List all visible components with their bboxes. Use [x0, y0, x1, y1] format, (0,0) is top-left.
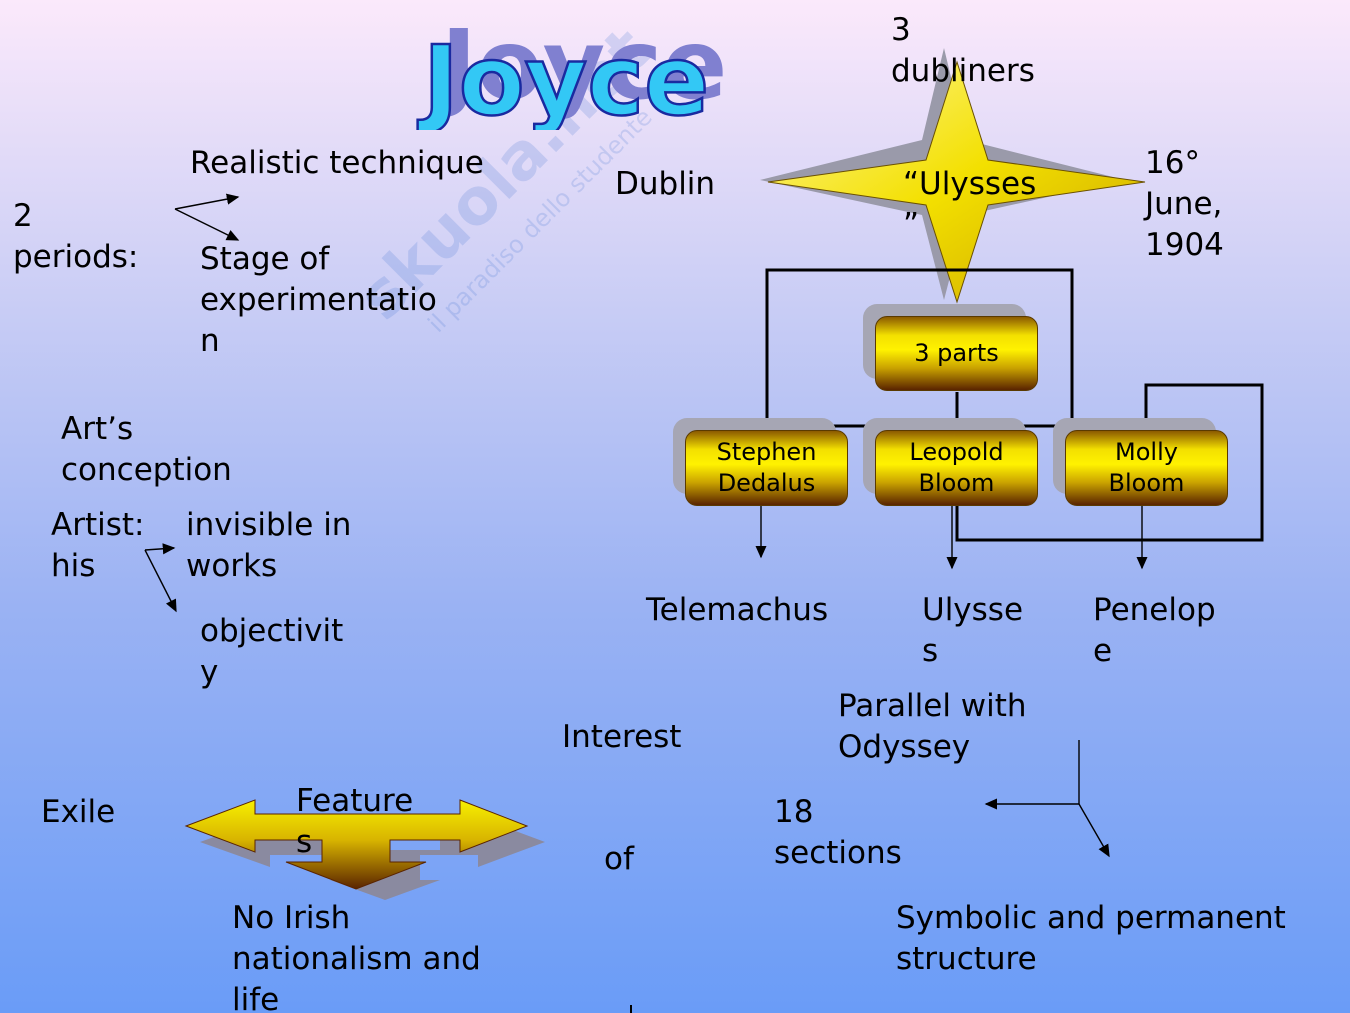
interest: Interest — [562, 719, 682, 755]
exile: Exile — [41, 794, 116, 830]
arrow-realistic — [174, 193, 240, 210]
ulysses-star — [767, 60, 1146, 304]
arrow-objectivity — [144, 549, 177, 613]
part-label-stephen: Stephen Dedalus — [685, 430, 848, 506]
date-label: 16° June, 1904 — [1145, 145, 1224, 263]
eighteen-sections: 18 sections — [774, 794, 902, 871]
period-realistic: Realistic technique — [190, 145, 484, 181]
invisible-in-works: invisible in works — [186, 507, 352, 584]
arrow-symbolic — [1078, 803, 1110, 858]
part-box-stephen: Stephen Dedalus — [673, 418, 848, 506]
arrow-experimentation — [174, 208, 240, 241]
bracket-right — [955, 383, 1264, 542]
counterpart-telemachus: Telemachus — [646, 592, 829, 628]
symbolic-structure: Symbolic and permanent structure — [896, 900, 1286, 977]
title-graphic: Joyce Joyce — [416, 10, 728, 130]
page-title: Joyce — [417, 25, 709, 130]
dublin: Dublin — [615, 166, 716, 202]
features-label: Feature s — [296, 783, 414, 860]
artist-his: Artist: his — [51, 507, 145, 584]
ulysses-star-label: “Ulysses ” — [903, 166, 1037, 243]
part-label-leopold: Leopold Bloom — [875, 430, 1038, 506]
of-label: of — [604, 841, 634, 877]
part-box-leopold: Leopold Bloom — [863, 418, 1038, 506]
part-label-molly: Molly Bloom — [1065, 430, 1228, 506]
three-parts-label: 3 parts — [875, 316, 1038, 391]
counterpart-penelope: Penelop e — [1093, 592, 1216, 669]
counterpart-ulysses: Ulysse s — [922, 592, 1024, 669]
arts-conception: Art’s conception — [61, 411, 232, 488]
periods-label: 2 periods: — [13, 198, 139, 275]
features-arrow — [184, 799, 529, 890]
part-box-molly: Molly Bloom — [1053, 418, 1228, 506]
three-parts-box: 3 parts — [863, 304, 1038, 391]
title-shadow: Joyce — [435, 10, 727, 121]
period-experimentation: Stage of experimentatio n — [200, 241, 437, 359]
no-irish-nationalism: No Irish nationalism and life — [232, 900, 481, 1013]
arrow-invisible — [144, 543, 176, 555]
three-dubliners: 3 dubliners — [891, 12, 1035, 89]
parallel-with-odyssey: Parallel with Odyssey — [838, 688, 1027, 765]
objectivity: objectivit y — [200, 613, 344, 690]
